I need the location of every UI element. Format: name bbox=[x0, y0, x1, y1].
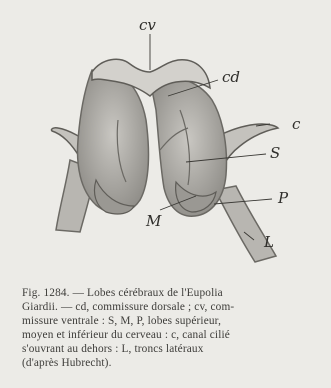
label-cv: cv bbox=[139, 18, 156, 33]
label-S: S bbox=[270, 146, 280, 161]
label-P: P bbox=[278, 191, 288, 206]
caption-line: Fig. 1284. — Lobes cérébraux de l'Eupoli… bbox=[22, 287, 326, 301]
caption-line: Giardii. — cd, commissure dorsale ; cv, … bbox=[22, 301, 326, 315]
label-c: c bbox=[292, 117, 300, 132]
label-cd: cd bbox=[222, 70, 240, 85]
label-L: L bbox=[264, 235, 274, 250]
caption-line: s'ouvrant au dehors : L, troncs latéraux bbox=[22, 343, 326, 357]
caption-line: moyen et inférieur du cerveau : c, canal… bbox=[22, 329, 326, 343]
brain-lobes-illustration bbox=[0, 0, 331, 290]
left-lobe bbox=[78, 70, 149, 213]
figure-caption: Fig. 1284. — Lobes cérébraux de l'Eupoli… bbox=[22, 287, 326, 370]
caption-line: (d'après Hubrecht). bbox=[22, 357, 326, 371]
caption-line: missure ventrale : S, M, P, lobes supéri… bbox=[22, 315, 326, 329]
label-M: M bbox=[146, 214, 161, 229]
